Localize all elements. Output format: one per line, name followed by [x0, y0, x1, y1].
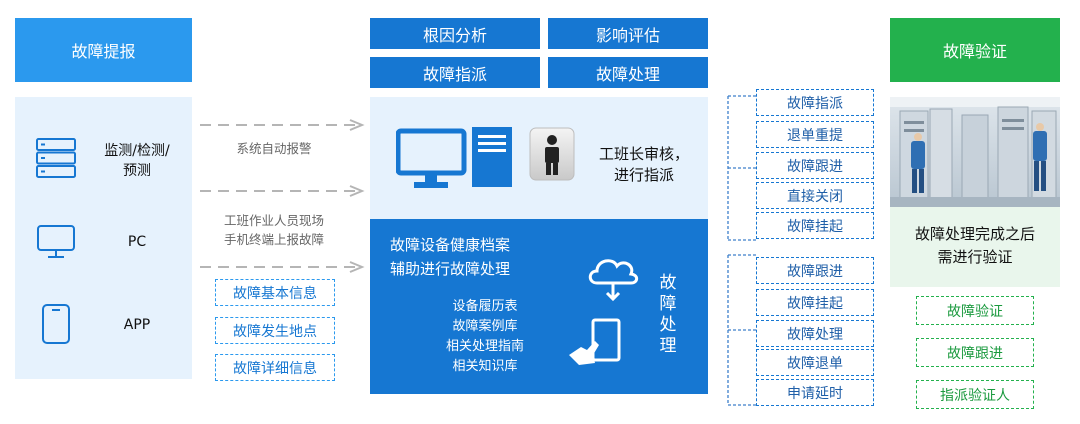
review-text: 工班长审核， 进行指派 [598, 145, 689, 184]
tab-fault-assign[interactable]: 故障指派 [370, 57, 540, 88]
action-return[interactable]: 故障退单 [756, 349, 874, 376]
smartphone-icon [41, 303, 71, 345]
source-monitor-label: 监测/检测/ 预测 [104, 143, 170, 179]
tab-impact-assess[interactable]: 影响评估 [548, 18, 708, 49]
verify-option-follow-up[interactable]: 故障跟进 [916, 338, 1034, 367]
archive-panel: 故障设备健康档案 辅助进行故障处理 设备履历表 故障案例库 相关处理指南 相关知… [370, 219, 708, 394]
action-follow-up-2[interactable]: 故障跟进 [756, 257, 874, 284]
verify-option-verify[interactable]: 故障验证 [916, 296, 1034, 325]
action-suspend[interactable]: 故障挂起 [756, 212, 874, 239]
action-assign[interactable]: 故障指派 [756, 89, 874, 116]
verify-caption: 故障处理完成之后 需进行验证 [914, 225, 1035, 266]
server-stack-icon [35, 137, 77, 179]
resource-handling-guide: 相关处理指南 [445, 339, 524, 354]
source-app-label: APP [123, 317, 151, 333]
info-box-location: 故障发生地点 [215, 317, 335, 344]
action-request-delay[interactable]: 申请延时 [756, 379, 874, 406]
report-header-label: 故障提报 [71, 42, 136, 61]
action-handle[interactable]: 故障处理 [756, 320, 874, 347]
cloud-download-icon [583, 253, 643, 305]
info-box-detail: 故障详细信息 [215, 354, 335, 381]
resource-list: 设备履历表 故障案例库 相关处理指南 相关知识库 [415, 297, 555, 377]
review-panel: 工班长审核， 进行指派 [370, 97, 708, 219]
person-icon [529, 127, 575, 181]
action-follow-up[interactable]: 故障跟进 [756, 152, 874, 179]
resource-device-history: 设备履历表 [452, 299, 518, 314]
flow-arrows [200, 119, 365, 273]
verify-header: 故障验证 [890, 18, 1060, 82]
verify-option-assign-verifier[interactable]: 指派验证人 [916, 380, 1034, 409]
source-pc-label: PC [127, 234, 147, 250]
report-source-panel: 监测/检测/ 预测 PC APP [15, 97, 192, 379]
action-close-direct[interactable]: 直接关闭 [756, 182, 874, 209]
resource-knowledge-base: 相关知识库 [452, 359, 518, 374]
archive-title: 故障设备健康档案 辅助进行故障处理 [390, 236, 511, 278]
action-bracket-lines [727, 95, 756, 406]
resource-case-library: 故障案例库 [452, 319, 518, 334]
manual-report-label: 工班作业人员现场 手机终端上报故障 [223, 213, 324, 247]
desktop-computer-icon [396, 125, 514, 193]
auto-alarm-label: 系统自动报警 [236, 141, 312, 156]
equipment-room-photo [890, 97, 1060, 207]
monitor-icon [36, 224, 76, 260]
info-box-basic: 故障基本信息 [215, 279, 335, 306]
tab-root-cause[interactable]: 根因分析 [370, 18, 540, 49]
report-header: 故障提报 [15, 18, 192, 82]
action-resubmit[interactable]: 退单重提 [756, 121, 874, 148]
vertical-process-label: 故障处理 [659, 273, 677, 356]
verify-caption-panel: 故障处理完成之后 需进行验证 [890, 207, 1060, 287]
tab-fault-handle[interactable]: 故障处理 [548, 57, 708, 88]
action-suspend-2[interactable]: 故障挂起 [756, 289, 874, 316]
hand-tablet-icon [567, 317, 629, 369]
verify-header-label: 故障验证 [942, 42, 1007, 61]
